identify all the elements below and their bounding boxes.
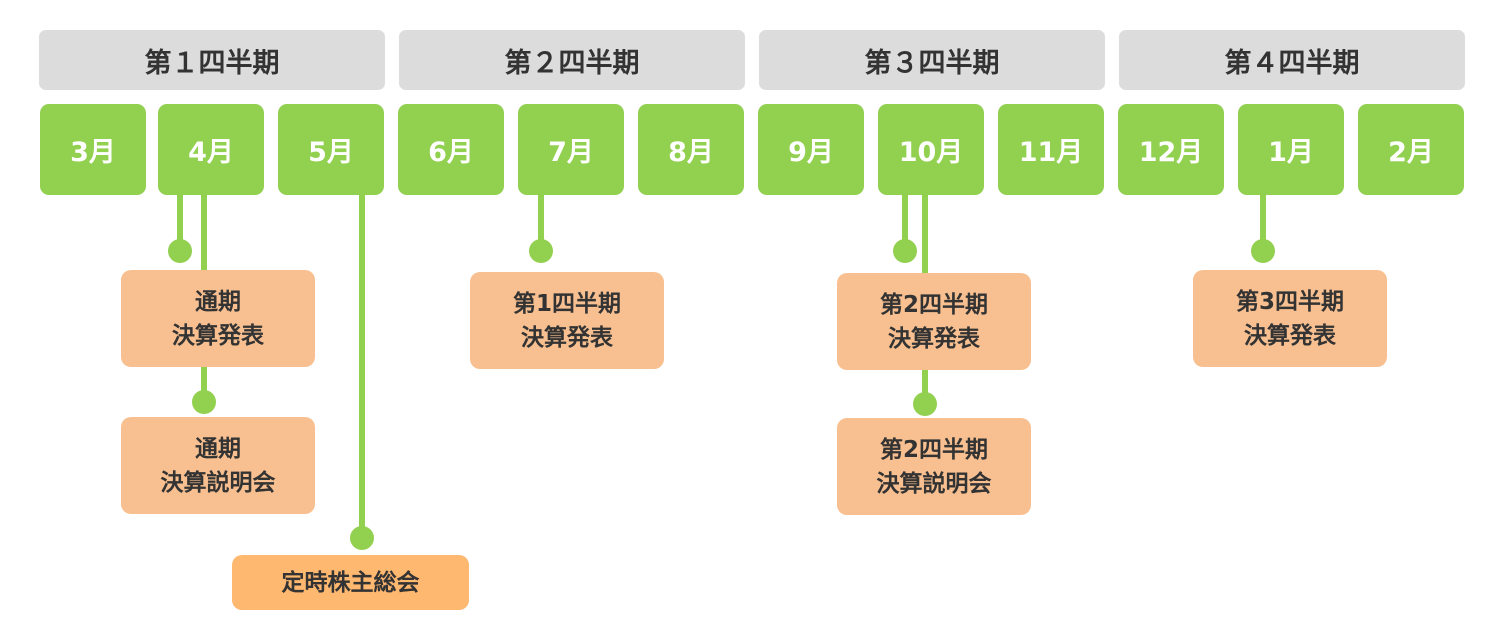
connector-dot [350,526,374,550]
connector-dot [1251,239,1275,263]
event-annual-results-announcement: 通期 決算発表 [121,270,315,367]
event-label-line-2: 決算説明会 [160,469,276,496]
event-label-line-1: 通期 [195,288,241,315]
connector-line [177,195,183,251]
event-q2-results-briefing: 第2四半期 決算説明会 [837,418,1031,515]
event-q2-results-announcement: 第2四半期 決算発表 [837,273,1031,370]
event-label-line-2: 決算発表 [172,322,264,349]
event-label-line-1: 第1四半期 [512,290,621,317]
connector-dot [192,390,216,414]
quarter-header-1: 第１四半期 [39,30,385,90]
event-label-line-1: 第2四半期 [879,291,988,318]
connector-dot [913,392,937,416]
connector-line [922,368,928,404]
event-label-line-1: 第2四半期 [879,436,988,463]
month-box-april: 4月 [158,104,264,195]
event-q3-results-announcement: 第3四半期 決算発表 [1193,270,1387,367]
month-box-july: 7月 [518,104,624,195]
connector-line [538,195,544,251]
event-q1-results-announcement: 第1四半期 決算発表 [470,272,664,369]
month-box-september: 9月 [758,104,864,195]
connector-line [1260,195,1266,251]
event-label-line-1: 通期 [195,435,241,462]
connector-line [201,366,207,402]
month-box-march: 3月 [40,104,146,195]
event-annual-results-briefing: 通期 決算説明会 [121,417,315,514]
connector-line [201,195,207,275]
quarter-header-4: 第４四半期 [1119,30,1465,90]
month-box-december: 12月 [1118,104,1224,195]
event-label-line-1: 定時株主総会 [281,569,420,596]
connector-line [902,195,908,251]
quarter-header-3: 第３四半期 [759,30,1105,90]
month-box-may: 5月 [278,104,384,195]
connector-dot [168,239,192,263]
month-box-february: 2月 [1358,104,1464,195]
month-box-august: 8月 [638,104,744,195]
event-label-line-2: 決算説明会 [876,470,992,497]
event-agm: 定時株主総会 [232,555,469,610]
month-box-november: 11月 [998,104,1104,195]
event-label-line-2: 決算発表 [888,325,980,352]
connector-line [359,195,365,538]
connector-dot [529,239,553,263]
connector-dot [893,239,917,263]
connector-line [922,195,928,275]
month-box-january: 1月 [1238,104,1344,195]
quarter-header-2: 第２四半期 [399,30,745,90]
month-box-june: 6月 [398,104,504,195]
event-label-line-2: 決算発表 [521,324,613,351]
event-label-line-1: 第3四半期 [1235,288,1344,315]
month-box-october: 10月 [878,104,984,195]
event-label-line-2: 決算発表 [1244,322,1336,349]
